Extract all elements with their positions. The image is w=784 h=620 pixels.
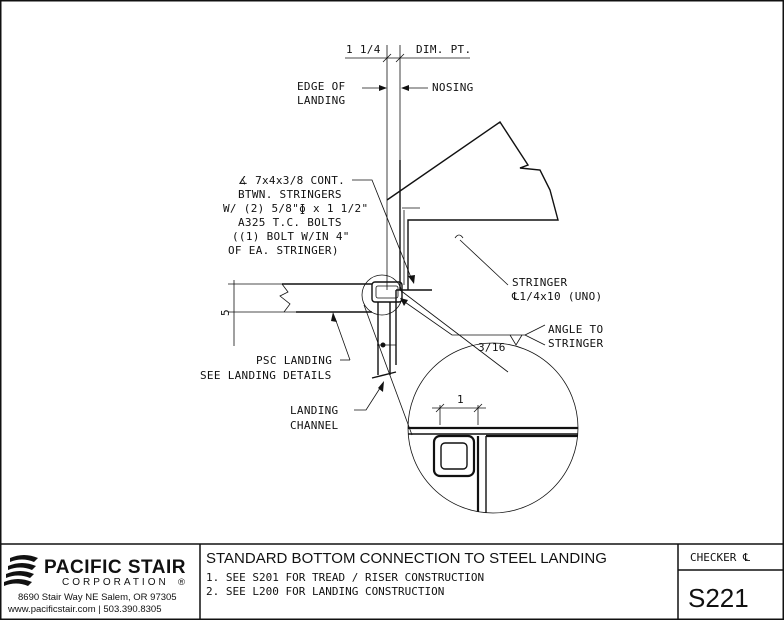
psc-leader bbox=[334, 317, 351, 361]
nosing-arrow-head bbox=[401, 85, 409, 91]
stringer-centerline-mark bbox=[454, 234, 464, 239]
dim-tick-right bbox=[395, 53, 405, 63]
stringer-outline bbox=[386, 121, 559, 290]
angle-note-line-6: OF EA. STRINGER) bbox=[228, 244, 339, 257]
enlarged-detail: 1 bbox=[407, 342, 579, 514]
see-landing-details-label: SEE LANDING DETAILS bbox=[200, 369, 332, 382]
stringer-size-label: ℄1/4x10 (UNO) bbox=[511, 290, 602, 303]
connection-detail-drawing: 1 1/4 DIM. PT. EDGE OF LANDING NOSING ∡ … bbox=[200, 43, 603, 514]
detail-leader-right bbox=[399, 289, 509, 373]
sheet-number: S221 bbox=[688, 583, 749, 613]
angle-to-label: ANGLE TO bbox=[548, 323, 603, 336]
weld-fillet-symbol bbox=[509, 334, 523, 346]
landing-channel-inner bbox=[375, 285, 399, 299]
title-block-frame bbox=[0, 543, 784, 620]
psc-leader-arrow bbox=[331, 312, 337, 322]
registered-mark: ® bbox=[178, 577, 185, 588]
landing-channel-arrow bbox=[378, 381, 384, 392]
angle-leader bbox=[352, 179, 413, 281]
channel-bottom-flange bbox=[371, 371, 397, 379]
company-address: 8690 Stair Way NE Salem, OR 97305 bbox=[18, 592, 177, 603]
drawing-note-1: 1. SEE S201 FOR TREAD / RISER CONSTRUCTI… bbox=[206, 571, 484, 584]
checker-label: CHECKER ℄ bbox=[690, 551, 750, 564]
angle-note-line-3: W/ (2) 5/8"ɸ x 1 1/2" bbox=[223, 202, 368, 215]
angle-to-stringer-label: STRINGER bbox=[548, 337, 603, 350]
dim-1-1-4-label: 1 1/4 bbox=[346, 43, 381, 56]
drawing-title: STANDARD BOTTOM CONNECTION TO STEEL LAND… bbox=[206, 550, 607, 567]
detail-leader-left bbox=[363, 304, 413, 436]
weld-leader bbox=[401, 299, 525, 336]
angle-note-line-1: ∡ 7x4x3/8 CONT. bbox=[238, 174, 345, 187]
logo-mark-icon bbox=[4, 555, 38, 586]
landing-channel-label-2: CHANNEL bbox=[290, 419, 339, 432]
enlarged-dim-label: 1 bbox=[457, 393, 464, 406]
angle-note-line-5: ((1) BOLT W/IN 4" bbox=[232, 230, 350, 243]
dim-pt-label: DIM. PT. bbox=[416, 43, 471, 56]
stringer-label: STRINGER bbox=[512, 276, 567, 289]
drawing-note-2: 2. SEE L200 FOR LANDING CONSTRUCTION bbox=[206, 585, 444, 598]
weld-tail-top bbox=[524, 324, 546, 336]
angle-note: ∡ 7x4x3/8 CONT. BTWN. STRINGERS W/ (2) 5… bbox=[223, 174, 368, 257]
edge-arrow-head bbox=[379, 85, 387, 91]
enlarged-channel-inner bbox=[440, 442, 468, 470]
enlarged-dim-tick-right bbox=[473, 403, 483, 413]
landing-break-line bbox=[279, 283, 291, 313]
angle-leader-arrow bbox=[408, 275, 415, 284]
landing-channel-leader bbox=[354, 384, 383, 411]
company-logo: PACIFIC STAIR CORPORATION ® bbox=[4, 555, 186, 588]
enlarged-channel bbox=[432, 434, 476, 478]
dim-5-label: 5 bbox=[219, 309, 232, 316]
landing-channel-label-1: LANDING bbox=[290, 404, 338, 417]
weld-leader-arrow bbox=[400, 298, 408, 306]
landing-label: LANDING bbox=[297, 94, 345, 107]
dim-tick-left bbox=[382, 53, 392, 63]
company-corporation: CORPORATION bbox=[62, 577, 169, 588]
weld-size-label: 3/16 bbox=[478, 341, 506, 354]
psc-landing-label: PSC LANDING bbox=[256, 354, 332, 367]
stringer-leader bbox=[459, 239, 509, 286]
angle-note-line-4: A325 T.C. BOLTS bbox=[238, 216, 342, 229]
angle-note-line-2: BTWN. STRINGERS bbox=[238, 188, 342, 201]
title-block: PACIFIC STAIR CORPORATION ® 8690 Stair W… bbox=[0, 543, 784, 620]
company-name: PACIFIC STAIR bbox=[44, 557, 186, 578]
detail-callout-circle bbox=[361, 274, 403, 316]
company-contact: www.pacificstair.com | 503.390.8305 bbox=[7, 604, 162, 615]
nosing-label: NOSING bbox=[432, 81, 474, 94]
weld-tail-bottom bbox=[524, 334, 546, 346]
enlarged-dim-tick-left bbox=[435, 403, 445, 413]
edge-of-label: EDGE OF bbox=[297, 80, 345, 93]
